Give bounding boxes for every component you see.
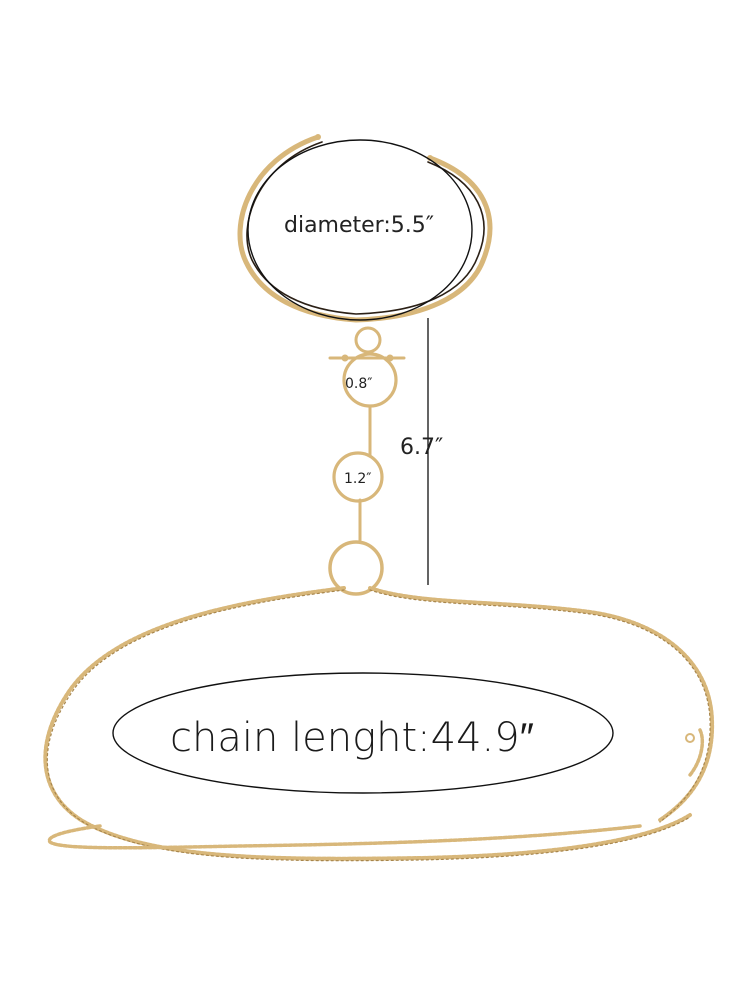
- ring-small-label: 0.8″: [345, 376, 373, 392]
- pendant-drop: [328, 326, 406, 596]
- chain-length-label: chain lenght:44.9″: [170, 715, 534, 761]
- diameter-label: diameter:5.5″: [284, 213, 434, 238]
- chain-length-callout-ellipse: [112, 672, 614, 794]
- ring-medium-label: 1.2″: [344, 471, 372, 487]
- diameter-annotation: diameter:5.5″: [247, 139, 473, 321]
- diameter-callout-ellipse: [247, 139, 473, 321]
- drop-length-annotation: 6.7″: [400, 318, 443, 585]
- body-chain: [43, 586, 715, 862]
- drop-length-label: 6.7″: [400, 435, 443, 460]
- chain-length-annotation: chain lenght:44.9″: [112, 672, 614, 794]
